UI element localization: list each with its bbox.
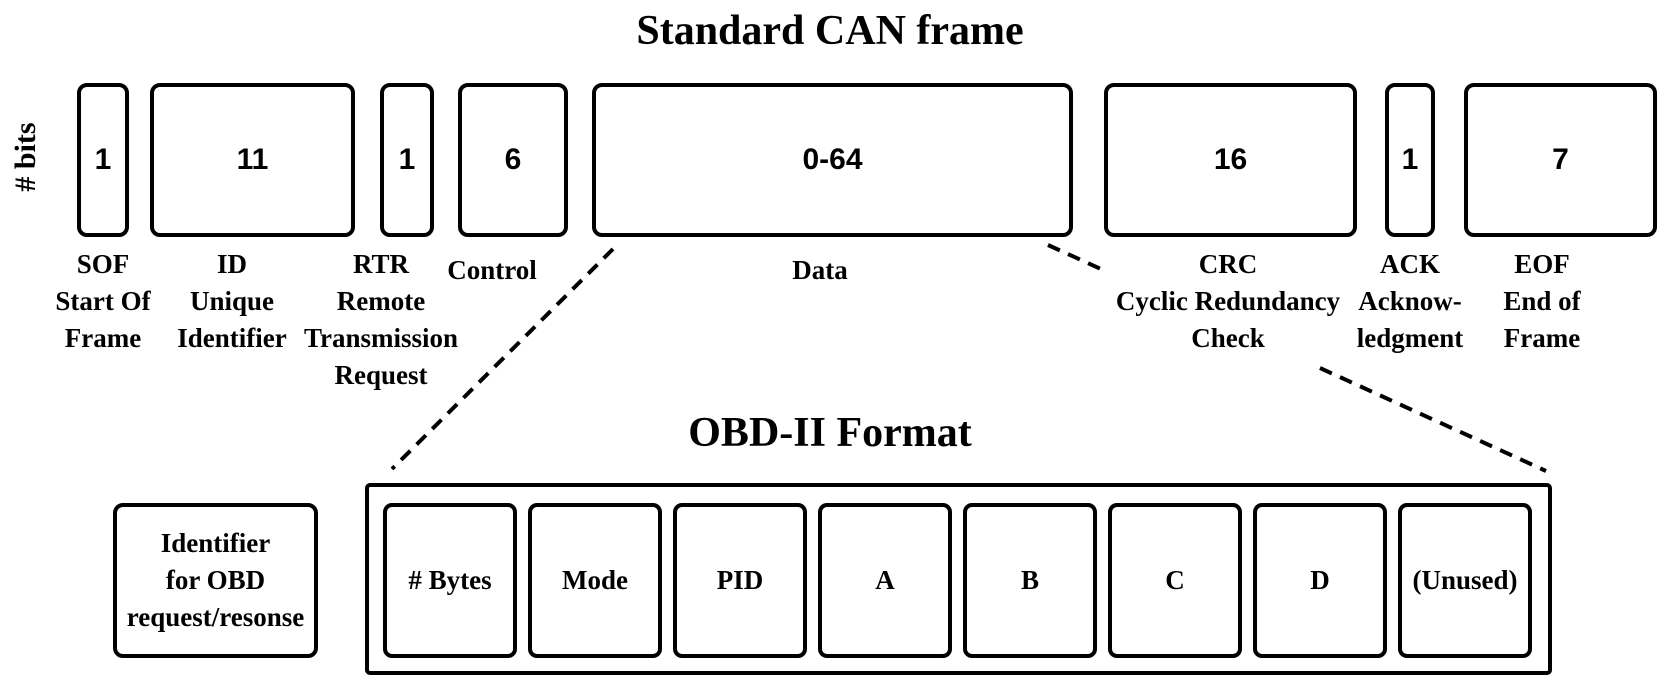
obd-box-unused: (Unused) xyxy=(1398,503,1532,658)
obd-frame-container: # Bytes Mode PID A B C D (Unused) xyxy=(365,483,1552,675)
can-box-sof-bits: 1 xyxy=(94,143,112,176)
can-box-crc-bits: 16 xyxy=(1213,143,1248,176)
dashed-connector-right-lower xyxy=(1319,366,1547,473)
can-box-ack: 1 xyxy=(1385,83,1435,237)
can-box-id: 11 xyxy=(150,83,355,237)
can-label-rtr: RTR Remote Transmission Request xyxy=(303,249,459,390)
obd-box-d: D xyxy=(1253,503,1387,658)
can-box-id-bits: 11 xyxy=(236,143,269,176)
obd-frame-inner: # Bytes Mode PID A B C D (Unused) xyxy=(369,487,1548,671)
can-label-ack: ACK Acknow- ledgment xyxy=(1356,249,1464,353)
can-label-crc: CRC Cyclic Redundancy Check xyxy=(1115,249,1341,353)
obd-box-a: A xyxy=(818,503,952,658)
bits-axis-label: # bits xyxy=(9,122,42,192)
can-box-data-bits: 0-64 xyxy=(802,143,863,176)
can-box-data: 0-64 xyxy=(592,83,1073,237)
can-box-control-bits: 6 xyxy=(504,143,522,176)
can-box-rtr-bits: 1 xyxy=(398,143,416,176)
can-label-sof: SOF Start Of Frame xyxy=(55,249,151,353)
can-frame-title: Standard CAN frame xyxy=(636,8,1024,54)
can-label-data: Data xyxy=(792,255,848,285)
can-box-rtr: 1 xyxy=(380,83,434,237)
can-label-control: Control xyxy=(447,255,537,285)
can-box-sof: 1 xyxy=(77,83,129,237)
obd-identifier-box: Identifier for OBD request/resonse xyxy=(113,503,318,658)
can-box-control: 6 xyxy=(458,83,568,237)
obd-box-mode: Mode xyxy=(528,503,662,658)
obd-box-bytes: # Bytes xyxy=(383,503,517,658)
dashed-connector-right-upper xyxy=(1047,243,1104,272)
can-label-eof: EOF End of Frame xyxy=(1503,249,1581,353)
obd-box-b: B xyxy=(963,503,1097,658)
obd-box-c: C xyxy=(1108,503,1242,658)
obd-box-pid: PID xyxy=(673,503,807,658)
can-label-id: ID Unique Identifier xyxy=(177,249,287,353)
can-box-eof: 7 xyxy=(1464,83,1657,237)
obd-format-title: OBD-II Format xyxy=(688,410,972,456)
can-box-eof-bits: 7 xyxy=(1552,143,1569,176)
can-box-crc: 16 xyxy=(1104,83,1357,237)
can-box-ack-bits: 1 xyxy=(1401,143,1419,176)
